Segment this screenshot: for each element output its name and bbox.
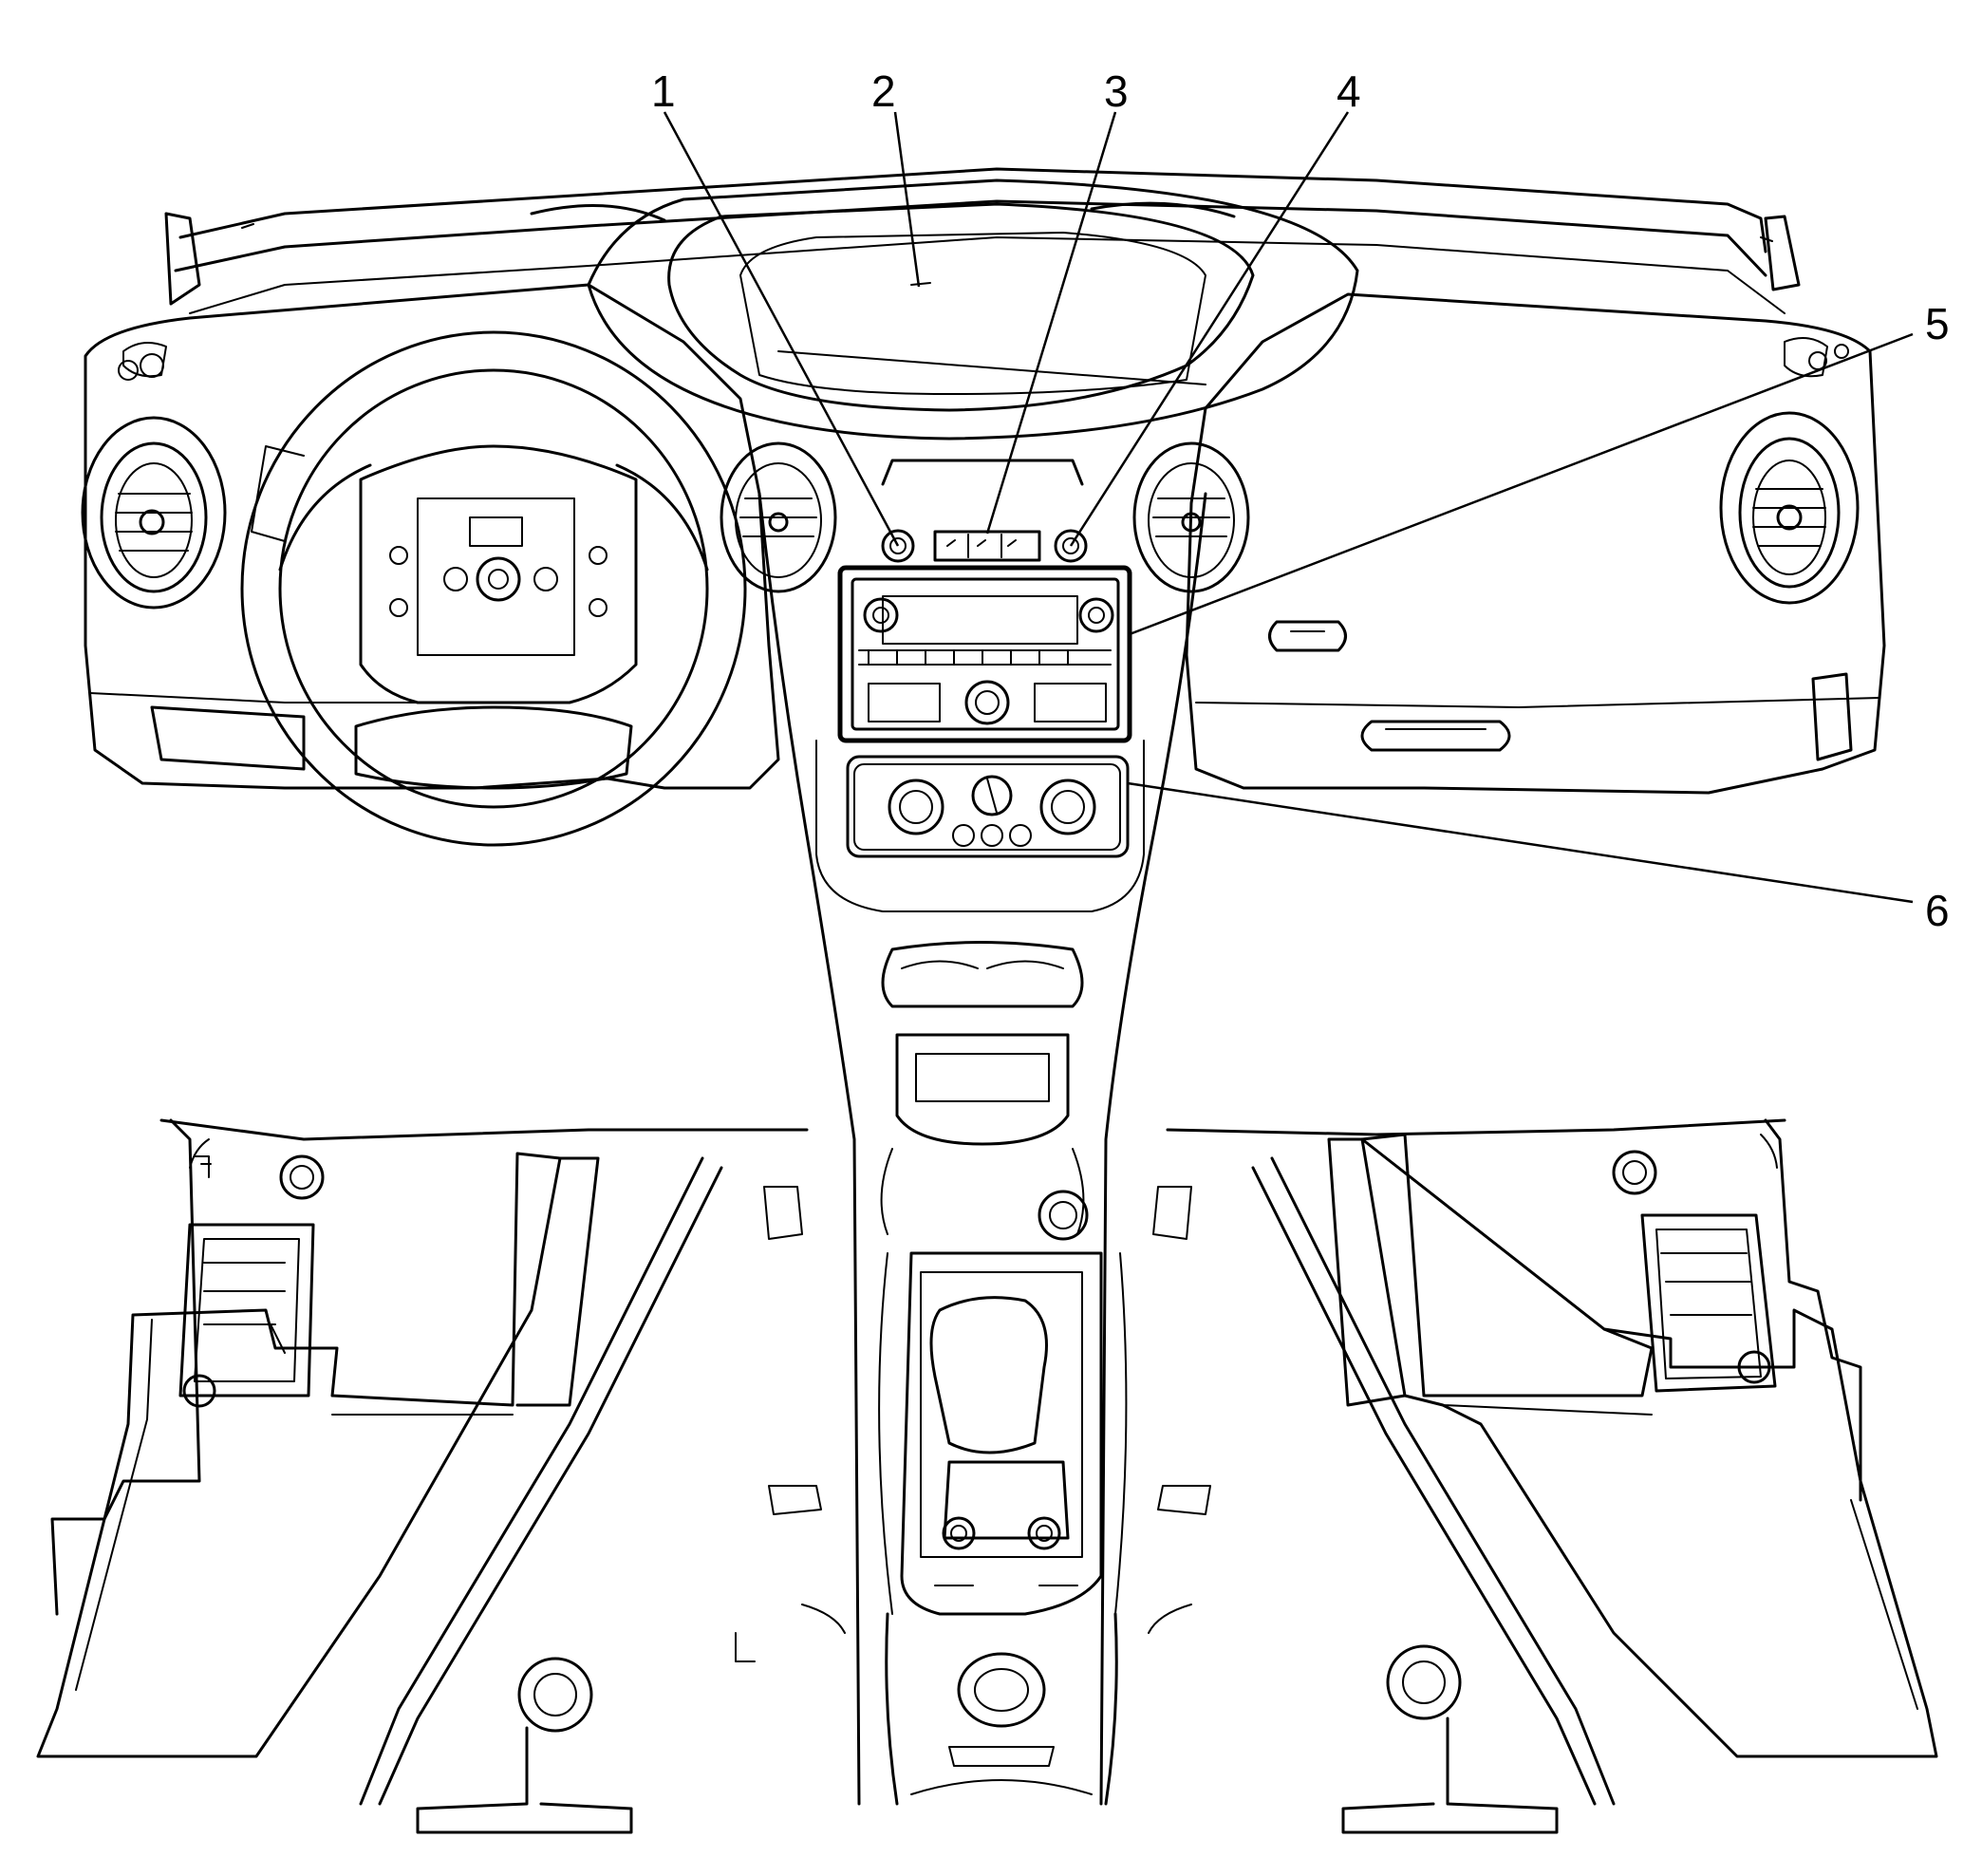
right-floor-carpet (1327, 1118, 1938, 1758)
center-switch-panel (881, 459, 1084, 562)
radio-unit (837, 565, 1132, 743)
leader-line-5 (1129, 332, 1914, 636)
right-air-vent (1719, 411, 1860, 605)
steering-wheel (240, 330, 747, 847)
callout-3: 3 (1104, 66, 1129, 116)
left-hazard-button (881, 529, 915, 563)
glove-box (1268, 620, 1511, 752)
leader-line-4 (1069, 111, 1350, 547)
callout-5: 5 (1925, 299, 1950, 348)
right-hazard-button (1054, 529, 1088, 563)
dashboard-top (164, 167, 1801, 314)
instrument-cluster (587, 178, 1359, 441)
center-left-air-vent (720, 441, 837, 593)
callout-1: 1 (651, 66, 676, 116)
callout-2: 2 (871, 66, 896, 116)
left-floor-carpet (36, 1118, 600, 1758)
center-console (757, 492, 1207, 1806)
leader-line-1 (663, 111, 900, 547)
hvac-control-panel (846, 755, 1130, 858)
floor-pan (159, 1118, 1786, 1834)
leader-line-6 (1127, 781, 1914, 904)
callout-4: 4 (1337, 66, 1361, 116)
leader-line-3 (985, 111, 1117, 535)
callout-labels: 1 2 3 4 5 6 (651, 66, 1950, 935)
callout-6: 6 (1925, 886, 1950, 935)
center-right-air-vent (1132, 441, 1250, 593)
left-air-vent (81, 416, 227, 610)
leader-line-2 (893, 111, 921, 288)
dashboard-body (84, 283, 1886, 795)
leader-lines (663, 111, 1914, 904)
